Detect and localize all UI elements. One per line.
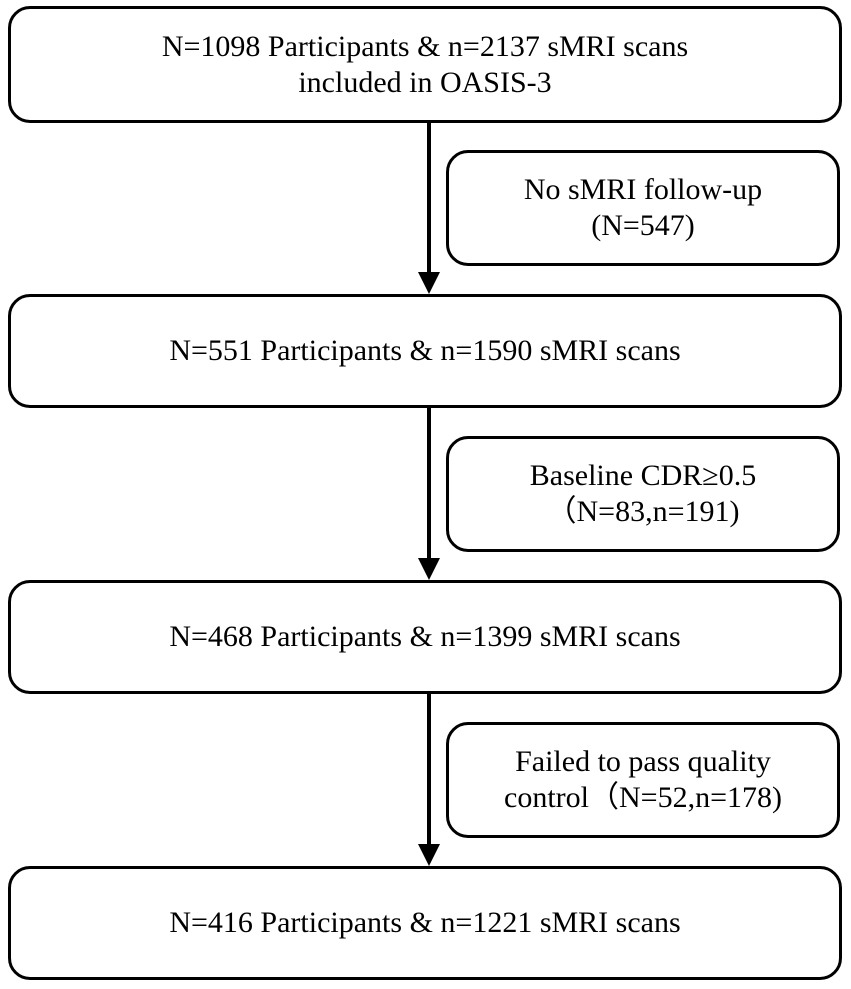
- step-text: N=1098 Participants & n=2137 sMRI scans: [161, 29, 689, 63]
- step-text: included in OASIS-3: [298, 65, 552, 99]
- exclusion-box-3: Failed to pass quality control（N=52,n=17…: [446, 722, 840, 838]
- step-box-2: N=551 Participants & n=1590 sMRI scans: [8, 294, 842, 408]
- step-text: N=416 Participants & n=1221 sMRI scans: [169, 906, 681, 939]
- step-text: N=468 Participants & n=1399 sMRI scans: [169, 620, 681, 653]
- arrow-down-icon: [418, 844, 440, 866]
- arrow-down-icon: [418, 272, 440, 294]
- exclusion-text: control（N=52,n=178): [504, 781, 782, 814]
- exclusion-text: （N=83,n=191): [546, 495, 740, 528]
- step-box-3: N=468 Participants & n=1399 sMRI scans: [8, 580, 842, 694]
- connector-line-3: [427, 694, 431, 846]
- connector-line-2: [427, 408, 431, 560]
- connector-line-1: [427, 123, 431, 275]
- step-box-initial: N=1098 Participants & n=2137 sMRI scans …: [8, 6, 842, 123]
- arrow-down-icon: [418, 558, 440, 580]
- exclusion-box-1: No sMRI follow-up (N=547): [446, 150, 840, 266]
- exclusion-text: (N=547): [591, 209, 695, 242]
- step-text: N=551 Participants & n=1590 sMRI scans: [169, 334, 681, 367]
- exclusion-text: Baseline CDR≥0.5: [529, 459, 757, 492]
- exclusion-text: No sMRI follow-up: [523, 173, 763, 206]
- exclusion-text: Failed to pass quality: [515, 745, 771, 778]
- step-box-final: N=416 Participants & n=1221 sMRI scans: [8, 866, 842, 980]
- exclusion-box-2: Baseline CDR≥0.5 （N=83,n=191): [446, 436, 840, 552]
